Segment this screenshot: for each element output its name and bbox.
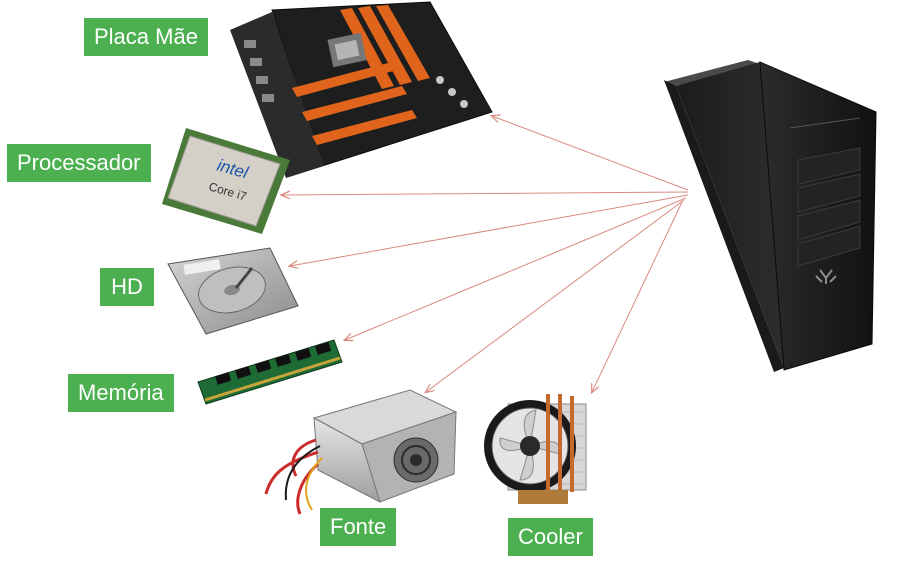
arrow-to-memory bbox=[345, 197, 687, 340]
arrow-to-motherboard bbox=[492, 116, 689, 191]
arrow-to-cooler bbox=[592, 201, 683, 392]
hd-image bbox=[167, 247, 299, 335]
arrow-to-psu bbox=[426, 199, 685, 392]
memory-label: Memória bbox=[68, 374, 174, 412]
pc-case-image bbox=[664, 60, 877, 372]
processor-label: Processador bbox=[7, 144, 151, 182]
processor-image: intel Core i7 bbox=[162, 128, 290, 234]
arrows bbox=[282, 116, 689, 392]
arrow-to-hd bbox=[290, 194, 689, 266]
psu-label: Fonte bbox=[320, 508, 397, 546]
cooler-image bbox=[484, 394, 587, 504]
cooler-label: Cooler bbox=[508, 518, 593, 556]
psu-image bbox=[264, 389, 458, 515]
hd-label: HD bbox=[100, 268, 154, 306]
memory-image bbox=[197, 339, 343, 405]
arrow-to-processor bbox=[282, 192, 689, 195]
case-logo-icon bbox=[815, 269, 837, 284]
motherboard-image bbox=[230, 1, 493, 178]
motherboard-label: Placa Mãe bbox=[84, 18, 208, 56]
